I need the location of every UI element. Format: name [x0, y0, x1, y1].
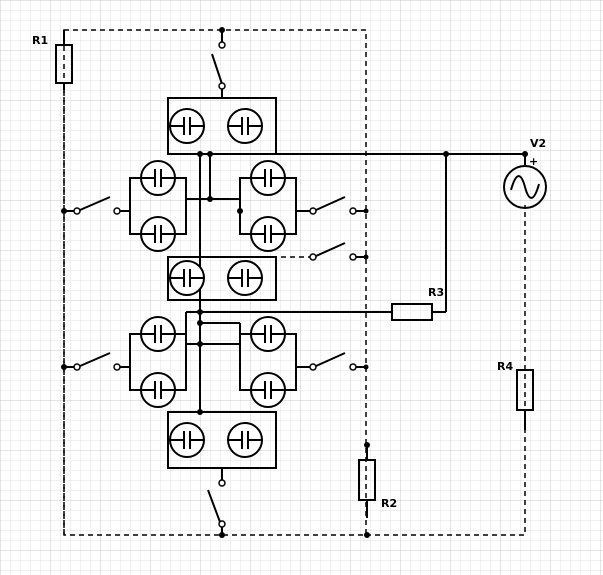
tube-element [250, 216, 286, 252]
tube-element [250, 372, 286, 408]
r3-label: R3 [428, 286, 444, 299]
resistor-r3: R3 [200, 154, 447, 321]
tube-element [250, 160, 286, 196]
switch-right-upper [296, 196, 369, 215]
r2-label: R2 [381, 497, 397, 510]
tube-element [169, 260, 205, 296]
resistor-r2: R2 [358, 445, 397, 518]
tube-element [250, 316, 286, 352]
v2-label: V2 [530, 137, 546, 150]
tube-element [169, 108, 205, 144]
switch-left-upper [61, 196, 130, 215]
tube-element [227, 108, 263, 144]
switch-right-lower [296, 352, 369, 371]
tube-element [140, 160, 176, 196]
tube-element [140, 216, 176, 252]
r4-label: R4 [497, 360, 513, 373]
junction-dots [197, 151, 449, 538]
tube-elements [140, 108, 286, 458]
tube-element [227, 260, 263, 296]
tube-element [140, 372, 176, 408]
resistor-r1: R1 [32, 30, 73, 90]
tube-element [169, 422, 205, 458]
switch-bottom [207, 468, 226, 538]
tube-element [140, 316, 176, 352]
switch-left-lower [61, 352, 130, 371]
plus-label: + [529, 155, 538, 168]
tube-element [227, 422, 263, 458]
outer-dashed-loop [63, 29, 526, 536]
r1-label: R1 [32, 34, 48, 47]
switch-top [211, 27, 226, 98]
resistor-r4: R4 [497, 360, 534, 430]
